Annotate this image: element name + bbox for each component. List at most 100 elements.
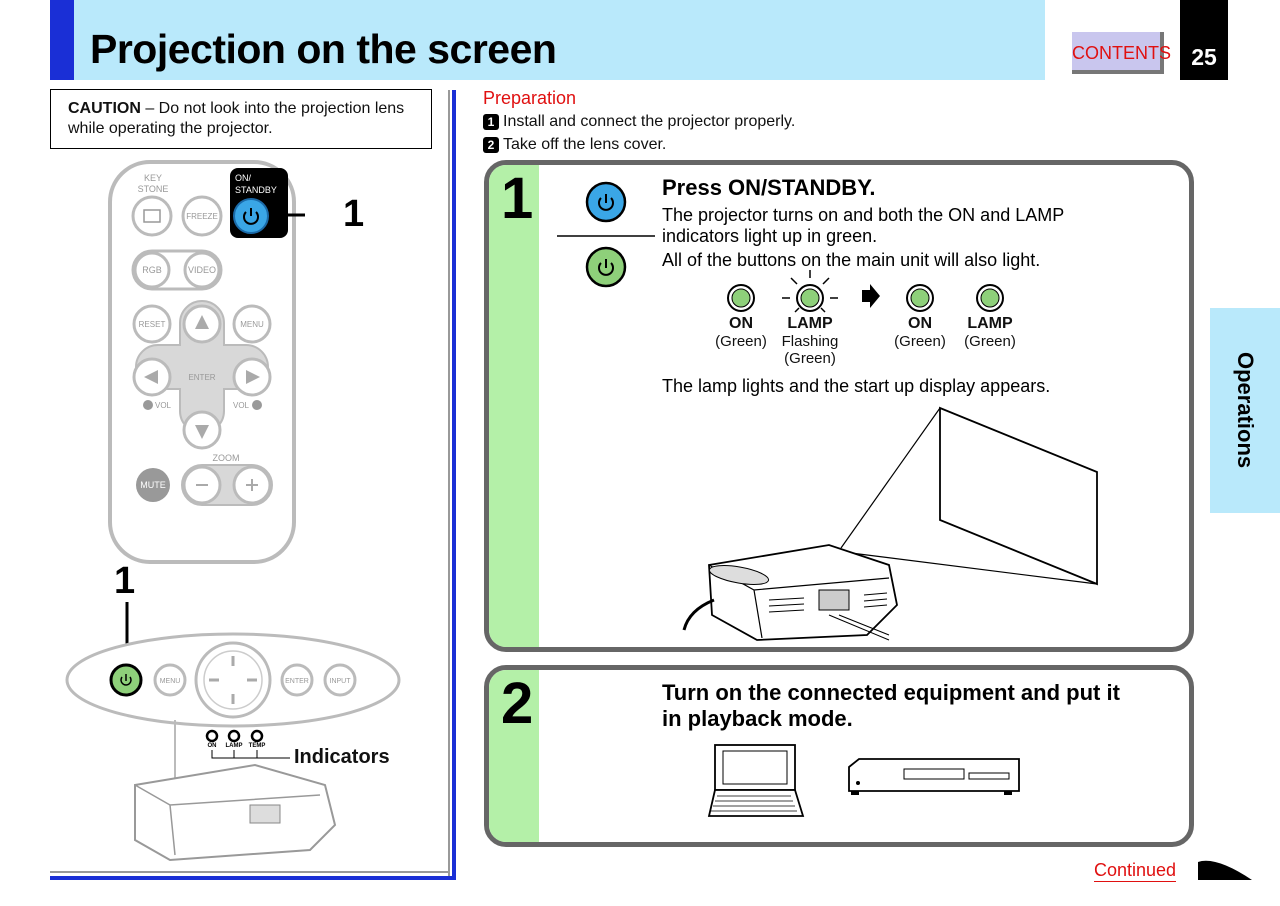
step1-line3: All of the buttons on the main unit will… (662, 250, 1041, 270)
prep-item-2: 2 Take off the lens cover. (483, 136, 666, 154)
indicator-lamp-after-light (980, 288, 1000, 308)
step1-strip (489, 165, 539, 647)
panel-input-button[interactable] (323, 663, 357, 697)
ind-lamp-after-sub: (Green) (964, 333, 1016, 350)
header-accent-stripe (50, 0, 74, 80)
step1-after-text: The lamp lights and the start up display… (662, 376, 1051, 396)
indicators-bracket (211, 750, 290, 759)
keystone-icon (143, 209, 161, 223)
ind-on-after-sub: (Green) (894, 333, 946, 350)
ind-on-after-label: ON (908, 315, 932, 332)
projector-body (708, 544, 898, 641)
step1-box: 1 Press ON/STANDBY. The projector turns … (484, 160, 1194, 652)
projector-vents (768, 592, 888, 613)
prep-item-2-text: Take off the lens cover. (503, 136, 667, 153)
vol-minus-label: VOL (155, 401, 172, 410)
contents-button[interactable]: CONTENTS (1072, 32, 1171, 74)
indicators-label: Indicators (294, 746, 390, 768)
ind-on-before-sub: (Green) (715, 333, 767, 350)
panel-dpad-inner (203, 650, 263, 710)
rgb-button[interactable] (133, 251, 171, 289)
vol-plus-label: VOL (233, 401, 250, 410)
flashing-rays-icon (782, 270, 838, 313)
bottom-divider-grey (50, 871, 450, 873)
step1-line1: The projector turns on and both the ON a… (662, 205, 1065, 225)
continued-link[interactable]: Continued (1094, 860, 1177, 882)
freeze-button[interactable] (181, 195, 223, 237)
enter-label: ENTER (188, 373, 215, 382)
panel-callout-number: 1 (114, 560, 136, 602)
remote-control-illustration: KEY STONE FREEZE ON/ STANDBY RGB VIDEO E… (108, 160, 305, 564)
caution-box: CAUTION – Do not look into the projectio… (50, 89, 432, 149)
step2-number: 2 (501, 671, 534, 736)
column-divider-blue (452, 90, 456, 880)
side-tab[interactable] (1210, 308, 1280, 513)
mute-label: MUTE (140, 480, 166, 490)
indicator-on-before-light (731, 288, 751, 308)
projector-connectors (818, 589, 850, 611)
column-divider-grey (448, 90, 450, 880)
laptop-icon (707, 744, 805, 817)
ind-lamp-before-sub: Flashing (Green) (781, 333, 839, 367)
reset-button[interactable] (132, 304, 172, 344)
video-button[interactable] (183, 251, 221, 289)
keystone-button[interactable] (131, 195, 173, 237)
left-arrow-icon (144, 370, 158, 384)
caution-text: – Do not look into the projection lens w… (68, 100, 405, 137)
down-arrow-icon (195, 425, 209, 439)
step1-indicator-diagram (727, 270, 1004, 313)
bottom-divider-blue (50, 876, 456, 880)
ind-on-before-label: ON (729, 315, 753, 332)
vcr-icon (848, 758, 1020, 795)
panel-menu-button[interactable] (153, 663, 187, 697)
caution-label: CAUTION (68, 100, 141, 117)
projector-screen-illustration (682, 406, 1098, 641)
step1-panel-power-icon (598, 259, 614, 276)
step1-power-buttons (557, 181, 655, 288)
indicator-on-icon (205, 729, 219, 743)
zoom-label: ZOOM (213, 453, 240, 463)
panel-enter-button[interactable] (280, 663, 314, 697)
page-number-box (1180, 0, 1228, 80)
power-cord (682, 598, 715, 631)
prep-item-1-text: Install and connect the projector proper… (503, 113, 796, 130)
panel-menu-label: MENU (160, 678, 181, 685)
vol-plus-icon (252, 400, 262, 410)
keystone-label-1: KEY (144, 173, 162, 183)
up-arrow-icon (195, 315, 209, 329)
step2-box: 2 Turn on the connected equipment and pu… (484, 665, 1194, 847)
remote-power-icon (243, 208, 259, 225)
side-tab-label: Operations (1233, 352, 1258, 469)
indicator-on-after-light (910, 288, 930, 308)
rgb-label: RGB (142, 265, 162, 275)
prep-item-1-num: 1 (483, 114, 499, 130)
projector-small-edges (134, 784, 321, 856)
step1-number: 1 (501, 166, 534, 231)
step1-remote-power-icon (598, 194, 614, 211)
ind-lamp-before-label: LAMP (787, 315, 833, 332)
video-label: VIDEO (188, 265, 216, 275)
projection-screen (939, 406, 1098, 586)
reset-label: RESET (139, 320, 166, 329)
remote-callout-number: 1 (343, 193, 365, 235)
side-tab-label-wrap: Operations (1210, 308, 1280, 513)
menu-button[interactable] (232, 304, 272, 344)
continued-arrow-icon[interactable] (1196, 858, 1256, 882)
step2-strip (489, 670, 539, 842)
page-number: 25 (1191, 44, 1217, 70)
menu-label: MENU (240, 320, 264, 329)
page-title: Projection on the screen (90, 26, 557, 72)
projector-small-sketch (134, 763, 337, 862)
projector-top-panel (708, 565, 770, 585)
indicator-on-label: ON (208, 743, 217, 749)
on-standby-label-2: STANDBY (235, 185, 277, 195)
vol-minus-icon (143, 400, 153, 410)
ind-lamp-after-label: LAMP (967, 315, 1013, 332)
indicator-temp-label: TEMP (249, 743, 266, 749)
on-standby-label-1: ON/ (235, 173, 252, 183)
mute-button[interactable] (136, 468, 170, 502)
step1-title: Press ON/STANDBY. (662, 175, 876, 200)
indicator-lamp-icon (227, 729, 241, 743)
step2-title-line1: Turn on the connected equipment and put … (662, 680, 1120, 705)
right-arrow-icon (246, 370, 260, 384)
